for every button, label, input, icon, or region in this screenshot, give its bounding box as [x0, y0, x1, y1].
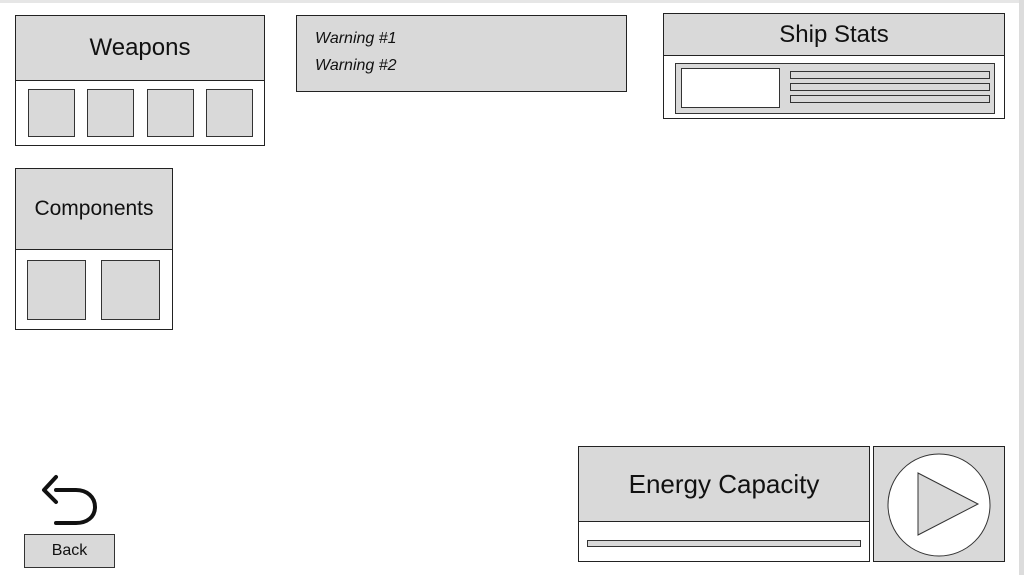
components-panel: Components: [15, 168, 173, 330]
weapon-slot-4[interactable]: [206, 89, 253, 137]
energy-capacity-title: Energy Capacity: [579, 447, 869, 522]
weapons-title: Weapons: [16, 16, 264, 81]
weapon-slot-1[interactable]: [28, 89, 75, 137]
warnings-panel: Warning #1 Warning #2: [296, 15, 627, 92]
ship-stats-title: Ship Stats: [664, 14, 1004, 56]
weapons-panel: Weapons: [15, 15, 265, 146]
play-button[interactable]: [873, 446, 1005, 562]
warning-1: Warning #1: [315, 30, 397, 47]
right-scrollbar[interactable]: [1019, 0, 1024, 575]
back-button[interactable]: Back: [24, 534, 115, 568]
ship-stats-panel: Ship Stats: [663, 13, 1005, 119]
ship-preview-image: [681, 68, 780, 108]
energy-capacity-panel: Energy Capacity: [578, 446, 870, 562]
component-slot-2[interactable]: [101, 260, 160, 320]
warning-2: Warning #2: [315, 57, 397, 74]
top-border: [0, 0, 1024, 3]
back-arrow-icon[interactable]: [40, 474, 98, 526]
components-title: Components: [16, 169, 172, 250]
stat-bar-2: [790, 83, 990, 91]
weapon-slot-3[interactable]: [147, 89, 194, 137]
weapon-slot-2[interactable]: [87, 89, 134, 137]
component-slot-1[interactable]: [27, 260, 86, 320]
stat-bar-3: [790, 95, 990, 103]
energy-capacity-bar: [587, 540, 861, 547]
stat-bar-1: [790, 71, 990, 79]
ship-stats-body: [675, 63, 995, 114]
play-icon: [887, 453, 991, 557]
